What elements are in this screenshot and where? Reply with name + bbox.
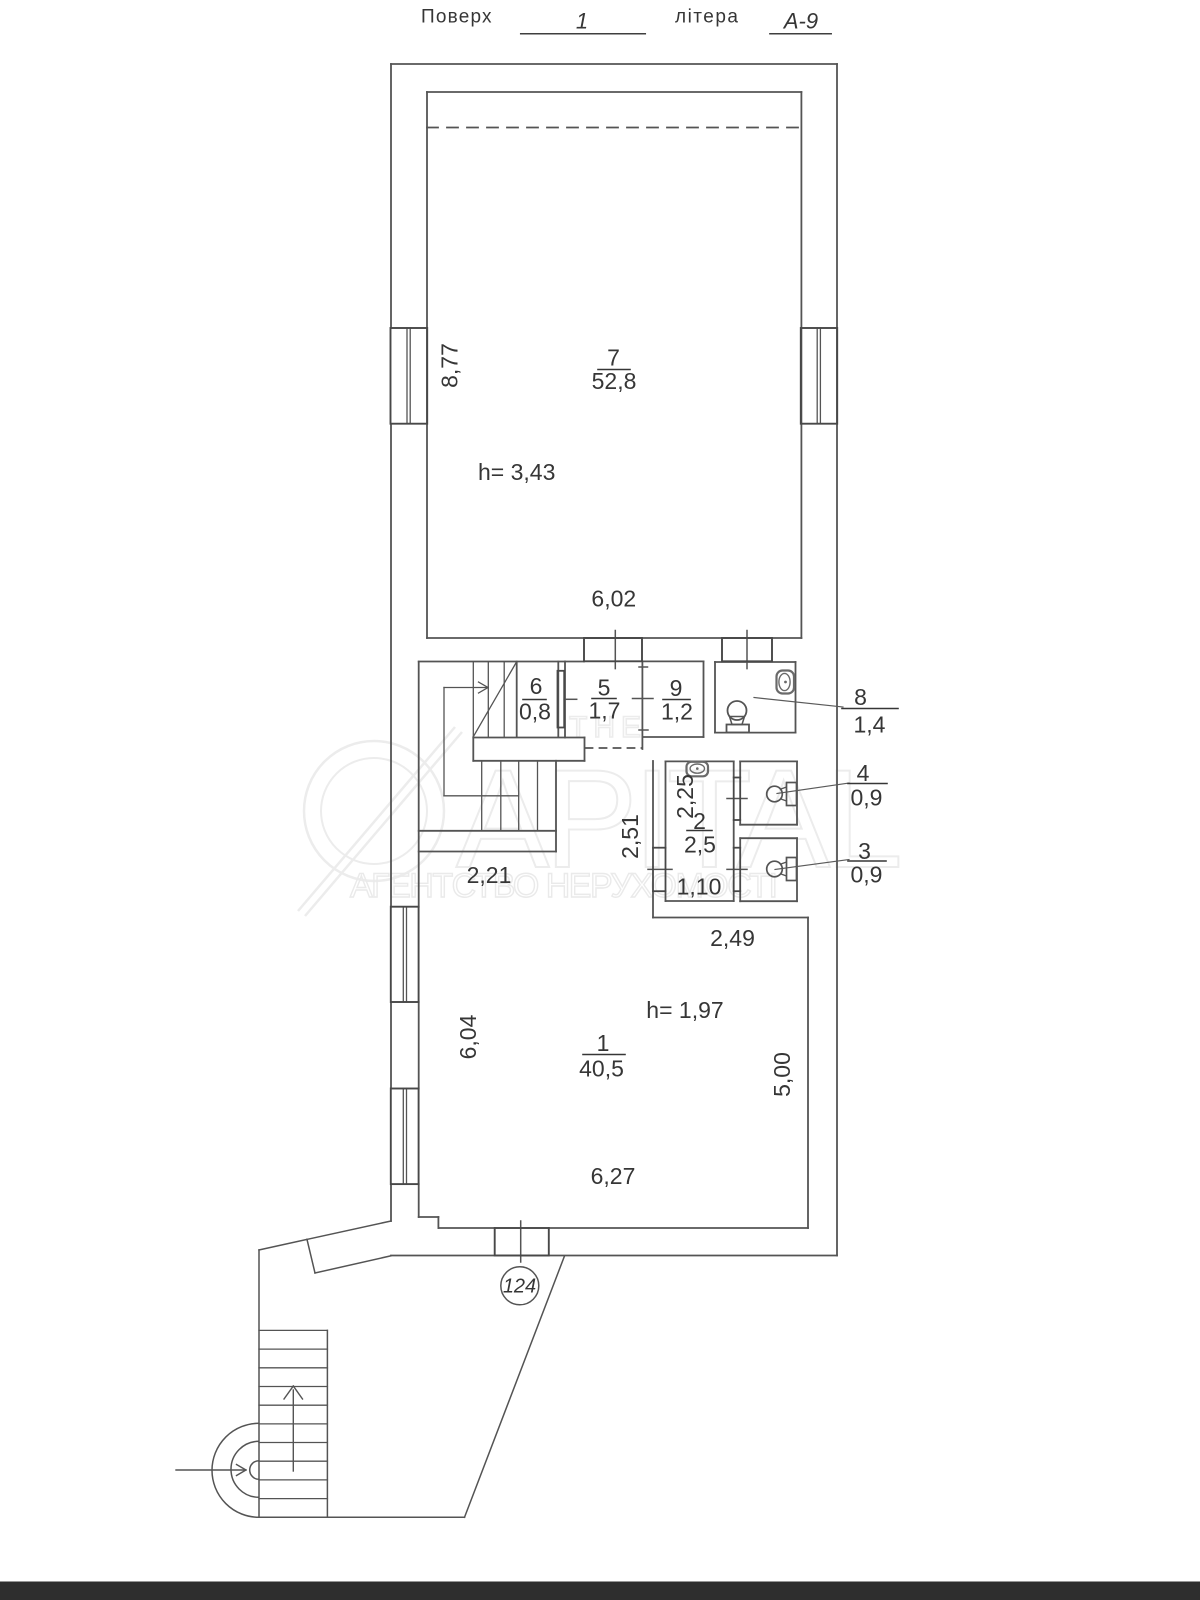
svg-text:Поверх: Поверх <box>421 7 493 28</box>
svg-text:h= 3,43: h= 3,43 <box>478 459 555 485</box>
svg-text:1,4: 1,4 <box>854 712 886 738</box>
svg-text:8: 8 <box>854 684 867 710</box>
svg-text:0,8: 0,8 <box>519 699 551 725</box>
svg-text:2,5: 2,5 <box>684 832 716 858</box>
svg-text:8,77: 8,77 <box>437 343 463 388</box>
svg-text:9: 9 <box>670 675 683 701</box>
svg-text:1: 1 <box>597 1030 610 1056</box>
svg-text:літера: літера <box>675 7 740 28</box>
svg-text:124: 124 <box>503 1276 536 1298</box>
svg-text:40,5: 40,5 <box>579 1056 624 1082</box>
svg-text:2,51: 2,51 <box>617 814 643 859</box>
svg-text:АГЕНТСТВО НЕРУХОМОСТІ: АГЕНТСТВО НЕРУХОМОСТІ <box>350 867 776 905</box>
svg-text:2,49: 2,49 <box>710 925 755 951</box>
svg-text:А-9: А-9 <box>782 9 818 34</box>
svg-text:0,9: 0,9 <box>851 862 883 888</box>
svg-text:1,7: 1,7 <box>589 698 621 724</box>
svg-text:6,02: 6,02 <box>591 586 636 612</box>
svg-text:0,9: 0,9 <box>851 785 883 811</box>
svg-text:h= 1,97: h= 1,97 <box>646 997 723 1023</box>
svg-text:6: 6 <box>530 673 543 699</box>
svg-text:2,25: 2,25 <box>672 774 698 819</box>
svg-text:5,00: 5,00 <box>769 1052 795 1097</box>
svg-text:THE: THE <box>569 711 647 744</box>
svg-text:6,04: 6,04 <box>455 1014 481 1059</box>
svg-text:1: 1 <box>576 9 588 34</box>
svg-text:APITAL: APITAL <box>456 740 899 897</box>
svg-text:7: 7 <box>607 345 620 371</box>
svg-text:2,21: 2,21 <box>467 862 512 888</box>
svg-text:6,27: 6,27 <box>591 1163 636 1189</box>
svg-text:2: 2 <box>693 808 706 834</box>
svg-text:1,2: 1,2 <box>661 699 693 725</box>
svg-text:3: 3 <box>858 838 871 864</box>
svg-text:1,10: 1,10 <box>677 874 722 900</box>
svg-text:52,8: 52,8 <box>592 368 637 394</box>
svg-text:5: 5 <box>598 675 611 701</box>
svg-text:4: 4 <box>857 760 870 786</box>
